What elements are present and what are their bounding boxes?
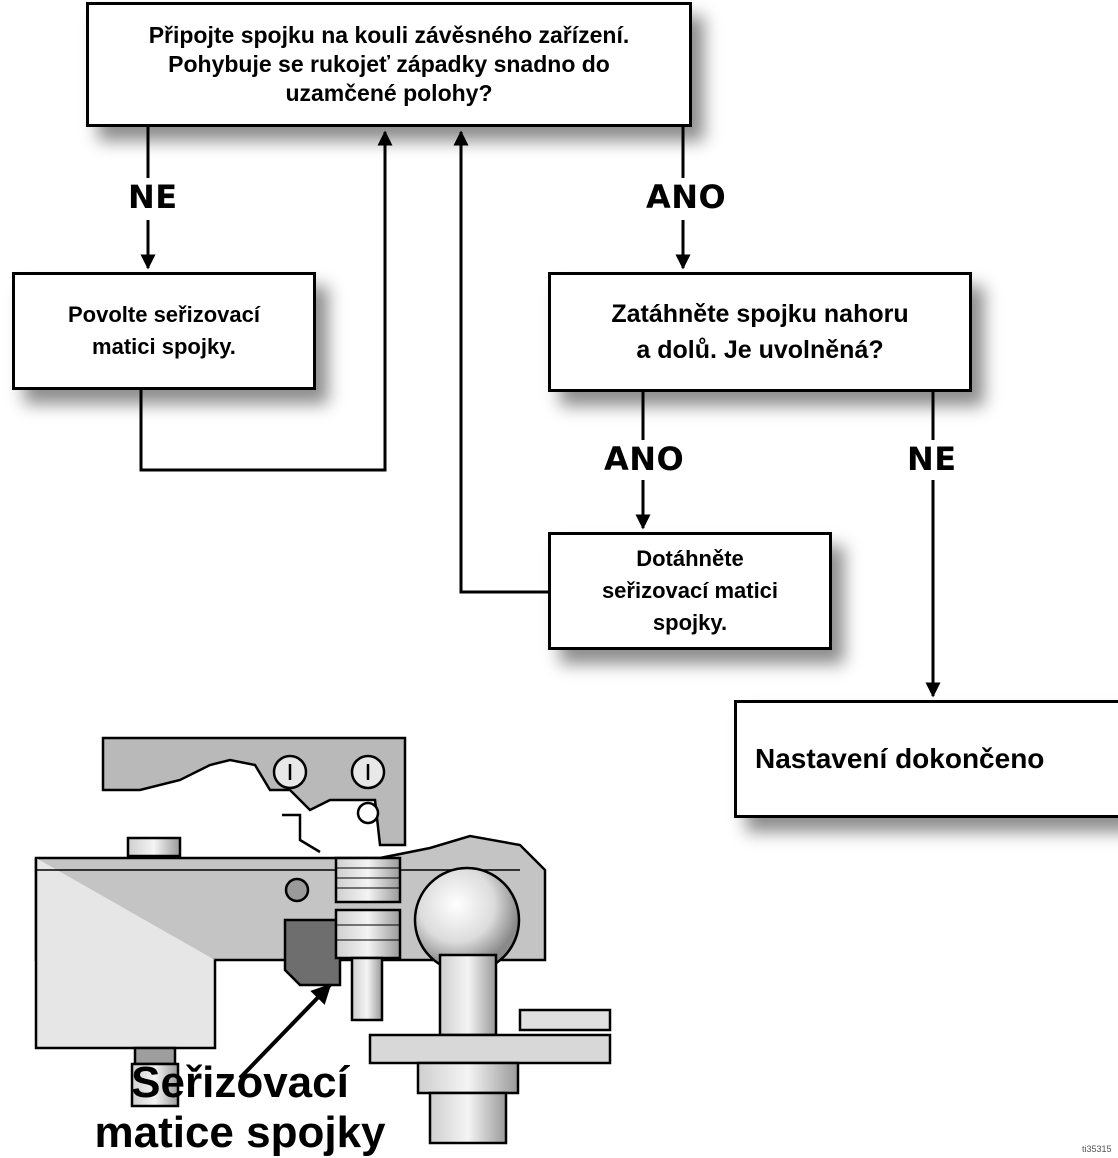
step-connect-coupler-text: Připojte spojku na kouli závěsného zaříz…	[148, 22, 630, 106]
caption-adjusting-nut: Seřizovací matice spojky	[94, 1058, 386, 1157]
figure-id: ti35315	[1082, 1144, 1112, 1154]
connector-loosen-return	[139, 130, 393, 472]
step-tighten-nut-text: Dotáhněte seřizovací matici spojky.	[601, 546, 779, 635]
step-loosen-nut-text: Povolte seřizovací matici spojky.	[68, 302, 260, 359]
label-yes-top: ANO	[642, 178, 731, 216]
coupler-illustration	[34, 736, 612, 1145]
step-pull-coupler: Zatáhněte spojku nahoru a dolů. Je uvoln…	[548, 272, 972, 392]
label-no-right: NE	[903, 440, 961, 478]
connector-tighten-return	[453, 130, 548, 594]
step-adjustment-complete-text: Nastavení dokončeno	[755, 743, 1045, 774]
step-tighten-nut: Dotáhněte seřizovací matici spojky.	[548, 532, 832, 650]
step-connect-coupler: Připojte spojku na kouli závěsného zaříz…	[86, 2, 692, 127]
step-loosen-nut: Povolte seřizovací matici spojky.	[12, 272, 316, 390]
step-adjustment-complete: Nastavení dokončeno	[734, 700, 1118, 818]
label-no-left: NE	[124, 178, 182, 216]
step-pull-coupler-text: Zatáhněte spojku nahoru a dolů. Je uvoln…	[611, 300, 909, 364]
label-yes-mid: ANO	[600, 440, 689, 478]
